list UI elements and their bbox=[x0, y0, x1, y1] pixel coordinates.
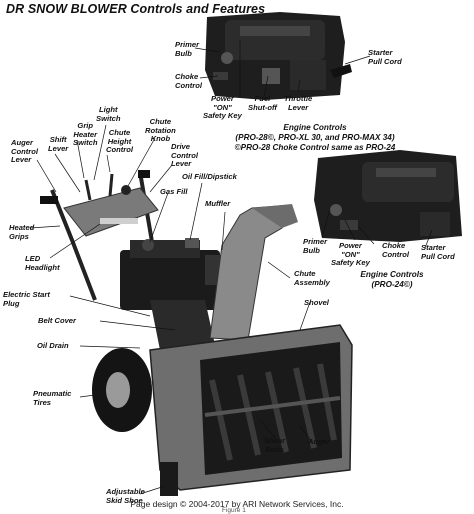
adjustable-skid-shoe-label: Adjustable Skid Shoe bbox=[106, 487, 145, 505]
top-engine-inset bbox=[205, 12, 352, 100]
copyright-footer: Page design © 2004-2017 by ARI Network S… bbox=[130, 499, 344, 509]
heated-grips-label: Heated Grips bbox=[9, 223, 35, 241]
mid-power-on-safety-key-label: Power "ON" Safety Key bbox=[331, 241, 370, 268]
chute-rotation-knob-label: Chute Rotation Knob bbox=[145, 117, 176, 144]
mid-engine-inset bbox=[314, 150, 462, 242]
belt-cover-label: Belt Cover bbox=[38, 316, 76, 325]
shovel-label: Shovel bbox=[304, 298, 329, 307]
mid-engine-controls-caption: Engine Controls (PRO-24©) bbox=[360, 270, 424, 289]
top-power-on-safety-key-label: Power "ON" Safety Key bbox=[203, 94, 242, 121]
top-engine-controls-caption: Engine Controls (PRO-28©, PRO-XL 30, and… bbox=[234, 123, 396, 152]
electric-start-plug-label: Electric Start Plug bbox=[3, 290, 50, 308]
figure-label: Figure 1 bbox=[222, 507, 246, 514]
diagram-title: DR SNOW BLOWER Controls and Features bbox=[6, 2, 266, 16]
oil-fill-dipstick-label: Oil Fill/Dipstick bbox=[182, 172, 237, 181]
shear-bolts-label: Shear Bolts bbox=[264, 436, 286, 454]
top-fuel-shutoff-label: Fuel Shut-off bbox=[248, 94, 277, 112]
top-primer-bulb-label: Primer Bulb bbox=[175, 40, 200, 58]
led-headlight-label: LED Headlight bbox=[25, 254, 60, 272]
chute-height-control-label: Chute Height Control bbox=[106, 128, 133, 155]
top-choke-control-label: Choke Control bbox=[175, 72, 202, 90]
auger-control-lever-label: Auger Control Lever bbox=[11, 138, 38, 165]
auger-label: Auger bbox=[308, 437, 330, 446]
chute-assembly-label: Chute Assembly bbox=[294, 269, 330, 287]
drive-control-lever-label: Drive Control Lever bbox=[171, 142, 198, 169]
mid-starter-pull-cord-label: Starter Pull Cord bbox=[421, 243, 455, 261]
shift-lever-label: Shift Lever bbox=[48, 135, 69, 153]
leader-lines bbox=[29, 40, 433, 495]
snow-blower-body bbox=[40, 170, 353, 496]
pneumatic-tires-label: Pneumatic Tires bbox=[33, 389, 72, 407]
grip-heater-switch-label: Grip Heater Switch bbox=[73, 121, 98, 148]
light-switch-label: Light Switch bbox=[96, 105, 121, 123]
mid-choke-control-label: Choke Control bbox=[382, 241, 409, 259]
gas-fill-label: Gas Fill bbox=[160, 187, 188, 196]
oil-drain-label: Oil Drain bbox=[37, 341, 69, 350]
top-throttle-lever-label: Throttle Lever bbox=[284, 94, 313, 112]
top-starter-pull-cord-label: Starter Pull Cord bbox=[368, 48, 402, 66]
muffler-label: Muffler bbox=[205, 199, 231, 208]
mid-primer-bulb-label: Primer Bulb bbox=[303, 237, 328, 255]
